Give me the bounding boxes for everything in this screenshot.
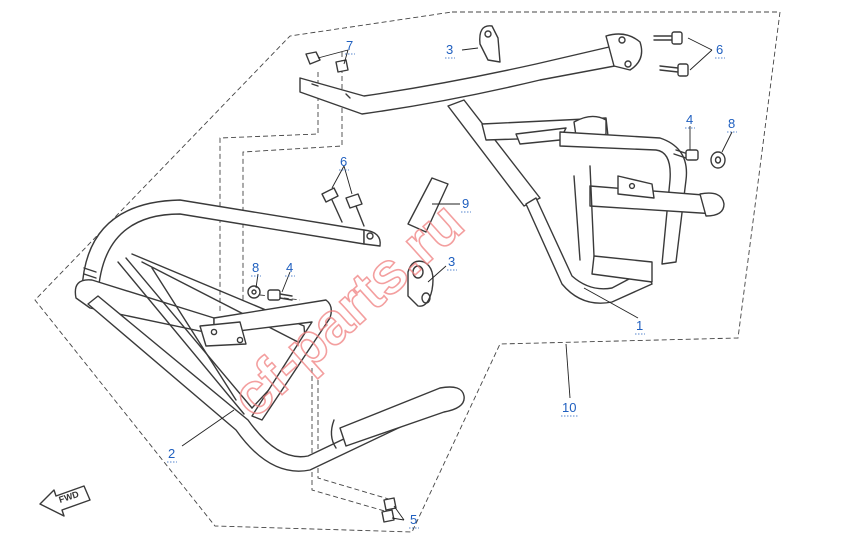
callout-9[interactable]: 9 [461, 196, 471, 213]
nut-part-5-a[interactable] [383, 497, 397, 511]
callout-4-left[interactable]: 4 [285, 260, 295, 277]
nut-part-7-a[interactable] [305, 51, 321, 65]
callout-8-right[interactable]: 8 [727, 116, 737, 133]
svg-text:3: 3 [446, 42, 453, 57]
callout-2[interactable]: 2 [167, 446, 177, 463]
nut-part-7-b[interactable] [335, 59, 349, 73]
svg-text:3: 3 [448, 254, 455, 269]
upper-crossbar[interactable] [299, 33, 643, 207]
callout-6-top[interactable]: 6 [715, 42, 725, 59]
left-frame-part-2[interactable] [74, 199, 465, 472]
svg-text:6: 6 [716, 42, 723, 57]
fwd-direction-marker: FWD [39, 485, 91, 517]
svg-text:2: 2 [168, 446, 175, 461]
nut-part-5-b[interactable] [381, 509, 395, 523]
callout-6-center[interactable]: 6 [339, 154, 349, 171]
svg-text:5: 5 [410, 512, 417, 527]
bolt-part-4-right[interactable] [673, 149, 699, 161]
pad-part-9[interactable] [407, 177, 449, 233]
callout-1[interactable]: 1 [635, 318, 645, 335]
assembly-outline [34, 11, 781, 533]
callout-7[interactable]: 7 [345, 38, 355, 55]
washer-part-8-left[interactable] [247, 285, 261, 299]
svg-text:6: 6 [340, 154, 347, 169]
svg-text:8: 8 [252, 260, 259, 275]
leader-lines [181, 37, 733, 521]
callout-3-upper[interactable]: 3 [445, 42, 455, 59]
callout-3-center[interactable]: 3 [447, 254, 457, 271]
fastener-guide-lines [219, 52, 393, 513]
svg-text:8: 8 [728, 116, 735, 131]
callout-5[interactable]: 5 [409, 512, 419, 529]
right-frame-part-1[interactable] [481, 115, 725, 304]
svg-text:10: 10 [562, 400, 576, 415]
callout-8-left[interactable]: 8 [251, 260, 261, 277]
bolt-part-6-center-a[interactable] [321, 187, 343, 223]
bolt-part-4-left[interactable] [267, 289, 293, 301]
clamp-upper-part-3[interactable] [479, 25, 501, 63]
washer-part-8-right[interactable] [710, 151, 726, 169]
svg-text:7: 7 [346, 38, 353, 53]
svg-text:9: 9 [462, 196, 469, 211]
svg-text:4: 4 [286, 260, 293, 275]
callout-4-right[interactable]: 4 [685, 112, 695, 129]
callout-10[interactable]: 10 [561, 400, 579, 417]
bolt-part-6-top-b[interactable] [659, 63, 689, 77]
bolt-part-6-center-b[interactable] [345, 193, 365, 227]
clamp-center-part-3[interactable] [407, 260, 434, 307]
svg-text:4: 4 [686, 112, 693, 127]
svg-text:1: 1 [636, 318, 643, 333]
bolt-part-6-top-a[interactable] [653, 31, 683, 45]
